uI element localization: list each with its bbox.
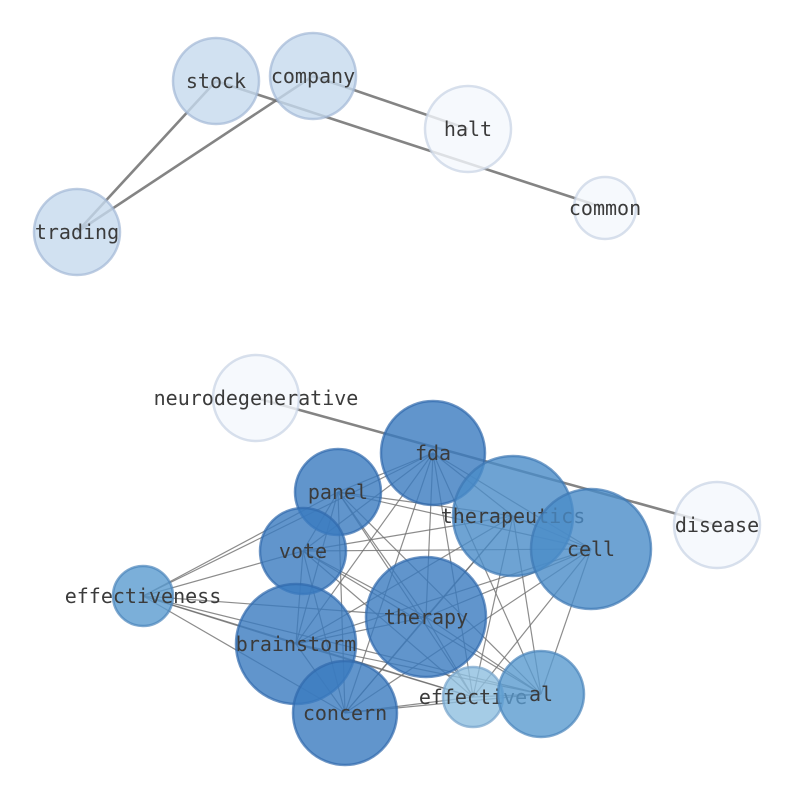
node-label-company: company [271, 64, 355, 88]
node-label-brainstorm: brainstorm [236, 632, 356, 656]
node-label-common: common [569, 196, 641, 220]
node-al: al [496, 649, 586, 739]
node-trading: trading [32, 187, 122, 277]
node-cell: cell [529, 487, 653, 611]
node-circle-trading [32, 187, 122, 277]
node-label-disease: disease [675, 513, 759, 537]
node-circle-common [572, 175, 638, 241]
node-fda: fda [379, 399, 487, 507]
node-neurodegenerative: neurodegenerative [154, 353, 359, 443]
node-common: common [569, 175, 641, 241]
node-company: company [268, 31, 358, 121]
node-circle-fda [379, 399, 487, 507]
node-circle-disease [672, 480, 762, 570]
edge-company-trading [76, 74, 314, 234]
node-layer: stock company halt common trading neurodegene… [32, 31, 762, 767]
edge-stock-common [215, 79, 606, 210]
node-circle-neurodegenerative [211, 353, 301, 443]
node-vote: vote [258, 506, 348, 596]
node-circle-al [496, 649, 586, 739]
node-effectiveness: effectiveness [65, 564, 222, 628]
node-circle-cell [529, 487, 653, 611]
node-concern: concern [291, 659, 399, 767]
node-circle-stock [171, 36, 261, 126]
node-label-cell: cell [567, 537, 615, 561]
node-label-stock: stock [186, 69, 246, 93]
node-label-therapy: therapy [384, 605, 468, 629]
node-halt: halt [423, 84, 513, 174]
node-label-neurodegenerative: neurodegenerative [154, 386, 359, 410]
node-circle-effectiveness [111, 564, 175, 628]
node-stock: stock [171, 36, 261, 126]
node-label-concern: concern [303, 701, 387, 725]
node-disease: disease [672, 480, 762, 570]
node-label-halt: halt [444, 117, 492, 141]
node-therapy: therapy [364, 555, 488, 679]
node-label-panel: panel [308, 480, 368, 504]
node-label-vote: vote [279, 539, 327, 563]
node-circle-therapy [364, 555, 488, 679]
node-label-fda: fda [415, 441, 451, 465]
node-label-trading: trading [35, 220, 119, 244]
node-circle-halt [423, 84, 513, 174]
node-label-al: al [529, 682, 553, 706]
node-label-effectiveness: effectiveness [65, 584, 222, 608]
node-circle-company [268, 31, 358, 121]
node-circle-concern [291, 659, 399, 767]
